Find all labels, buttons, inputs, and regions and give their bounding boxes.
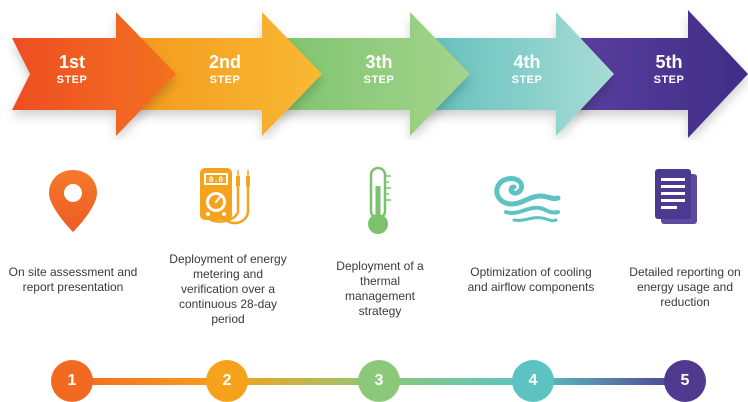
- step-2-ordinal: 2nd: [208, 52, 241, 72]
- step-arrows-band: [12, 10, 748, 138]
- step-1-description: On site assessment and report presentati…: [8, 265, 138, 294]
- step-5-word: STEP: [653, 74, 685, 86]
- svg-text:0.0: 0.0: [209, 176, 224, 185]
- step-4-word: STEP: [511, 74, 543, 86]
- step-4-arrow-label: 4th STEP: [487, 52, 567, 88]
- step-3-ordinal: 3th: [365, 52, 393, 72]
- thermometer-icon: [368, 166, 391, 234]
- step-1-arrow-label: 1st STEP: [32, 52, 112, 88]
- step-4-description: Optimization of cooling and airflow comp…: [467, 265, 595, 294]
- step-3-arrow-label: 3th STEP: [339, 52, 419, 88]
- step-1-arrow: [12, 12, 176, 136]
- step-5-ordinal: 5th: [655, 52, 683, 72]
- step-4-ordinal: 4th: [513, 52, 541, 72]
- step-4-arrow: [420, 12, 614, 136]
- step-1-word: STEP: [56, 74, 88, 86]
- step-2-word: STEP: [209, 74, 241, 86]
- step-3-description: Deployment of a thermal management strat…: [336, 259, 424, 318]
- multimeter-icon: 0.0: [200, 168, 250, 225]
- airflow-wind-icon: [494, 176, 561, 223]
- step-5-description: Detailed reporting on energy usage and r…: [629, 265, 741, 309]
- step-3-number: 3: [358, 360, 400, 402]
- step-3-word: STEP: [363, 74, 395, 86]
- step-4-number: 4: [512, 360, 554, 402]
- step-2-description: Deployment of energy metering and verifi…: [169, 252, 287, 326]
- document-report-icon: [655, 169, 697, 224]
- step-5-number: 5: [664, 360, 706, 402]
- step-2-number: 2: [206, 360, 248, 402]
- step-3-arrow: [272, 12, 470, 136]
- step-2-arrow: [128, 12, 322, 136]
- step-2-arrow-label: 2nd STEP: [185, 52, 265, 88]
- step-1-ordinal: 1st: [58, 52, 85, 72]
- location-pin-icon: [49, 170, 97, 232]
- step-5-arrow: [566, 10, 748, 138]
- step-5-arrow-label: 5th STEP: [629, 52, 709, 88]
- step-1-number: 1: [51, 360, 93, 402]
